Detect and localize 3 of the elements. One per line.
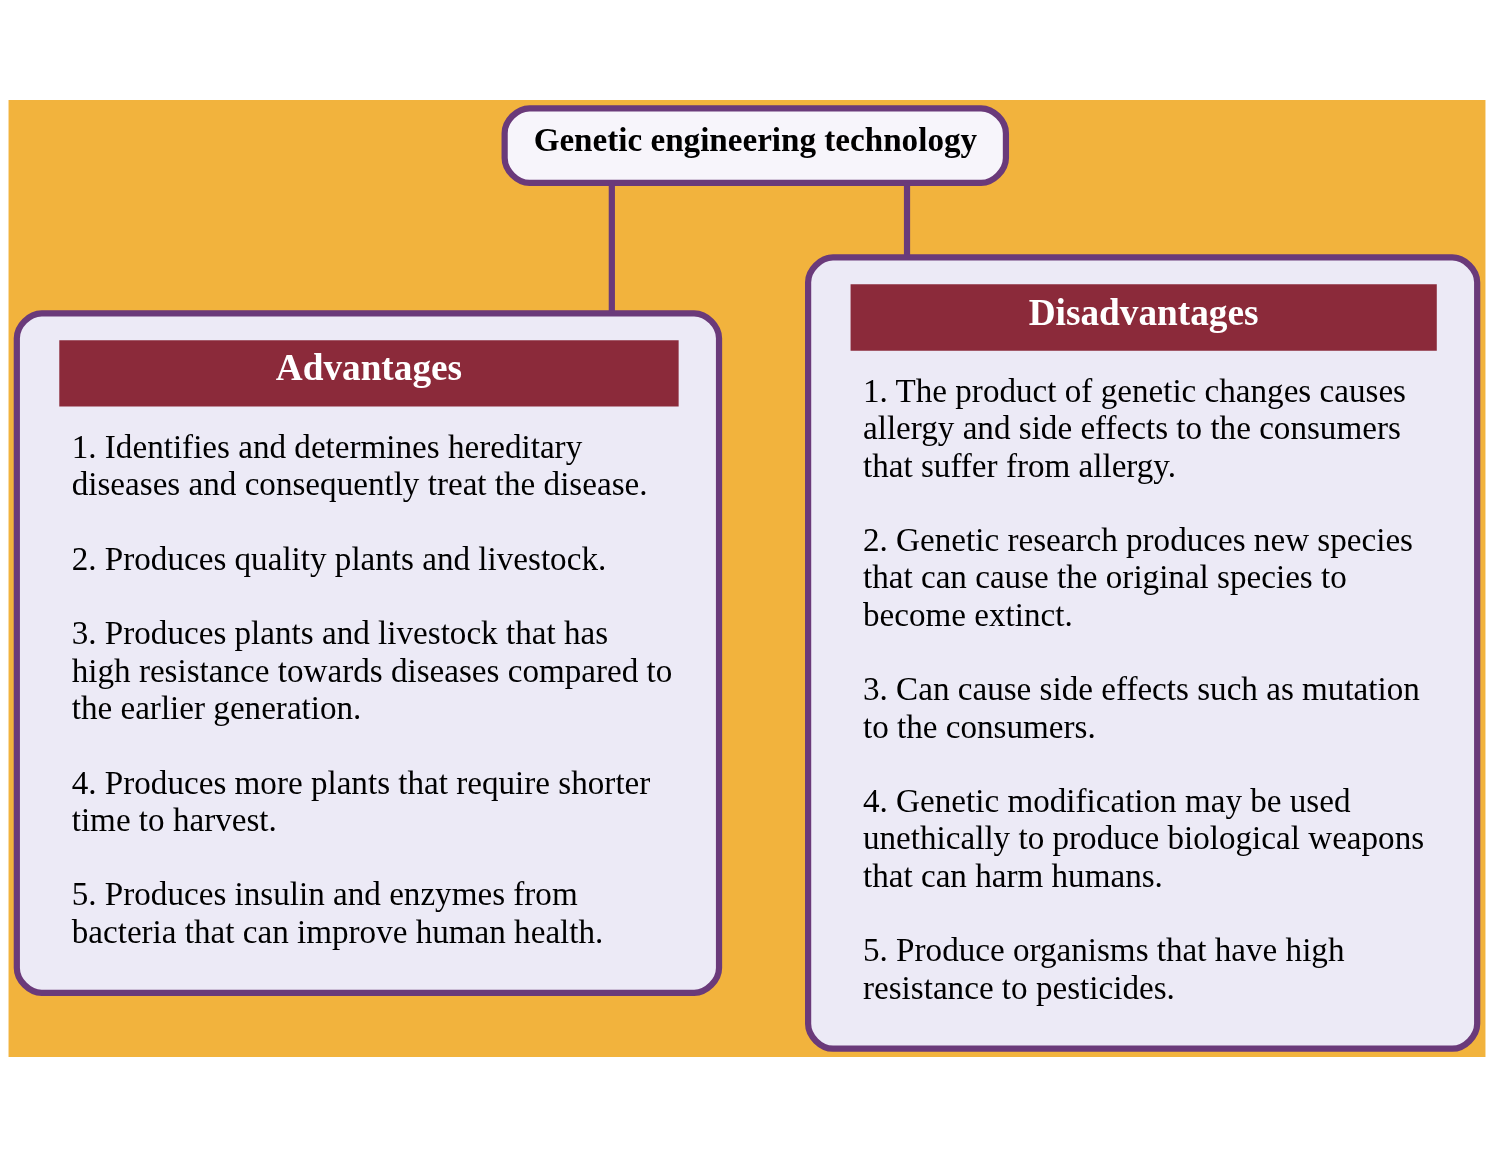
node-box: Disadvantages 1. The product of genetic changes causes allergy and side effects to the consumers that suffer from allergy. 2. Genetic research produces new species that can cause the original species to become extinct. 3. Can cause side effects such as mutation to the consumers. 4. Genetic modification may be used unethically to produce biological weapons that can harm humans. 5. Produce organisms that have high resistance to pesticides. xyxy=(805,254,1481,1052)
node-box: Advantages 1. Identifies and determines hereditary diseases and consequently treat the disease. 2. Produces quality plants and livestock. 3. Produces plants and livestock that has high resistance towards diseases compared to the earlier generation. 4. Produces more plants that require shorter time to harvest. 5. Produces insulin and enzymes from bacteria that can improve human health. xyxy=(13,310,723,996)
node-box: Genetic engineering technology xyxy=(501,105,1010,186)
